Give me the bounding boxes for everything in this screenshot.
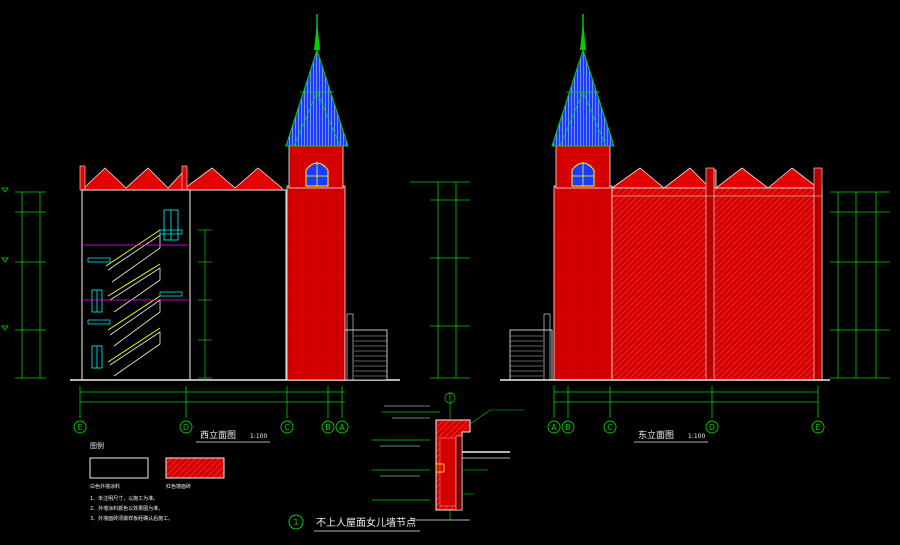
legend-note-2: 3、外墙面砖须做样板经确认后施工。 [90,515,173,522]
level-marks-left [1,187,9,331]
staircase [107,234,161,377]
left-axis-label-4: A [339,423,345,432]
center-dimension-chain [410,181,470,379]
detail-number-circle [288,514,304,530]
legend-swatch-red [165,457,225,479]
stair-railings [105,229,161,363]
left-axis-label-2: C [284,423,290,432]
left-axis-label-3: B [325,423,331,432]
legend-note-1: 2、外墙涂料颜色以效果图为准。 [90,505,163,512]
legend-swatch-white [89,457,149,479]
parapet-detail: 1 不上人屋面女儿墙节点 [288,392,524,532]
right-axis-label-0: A [551,423,557,432]
detail-number: 1 [293,518,298,527]
left-axis-label-0: E [77,423,82,432]
right-axis-label-2: C [607,423,613,432]
left-main-building [70,165,400,381]
left-elevation: E D C B A 西立面图 1:100 [1,14,400,443]
right-bottom-dimensions [553,386,819,418]
left-dimension-chain [15,191,46,379]
right-axis-label-4: E [815,423,820,432]
right-entrance-steps [509,313,553,381]
right-axis-label-3: D [709,423,715,432]
right-elevation-title: 东立面图 [638,429,674,441]
right-elevation-scale: 1:100 [688,433,705,440]
stair-doors [91,209,179,369]
right-elevation: A B C D E 东立面图 1:100 [500,14,890,443]
legend-heading: 图例 [90,441,104,450]
legend-note-0: 1、未注明尺寸，以施工为准。 [90,495,158,502]
legend: 图例 白色外墙涂料 红色墙面砖 1、未注明尺寸，以施工为准。 2、外墙涂料颜色以… [89,441,225,522]
legend-item-1: 红色墙面砖 [166,483,191,490]
legend-item-0: 白色外墙涂料 [90,483,120,490]
right-axis-label-1: B [565,423,571,432]
left-axis-label-1: D [183,423,189,432]
right-sawtooth-roof [610,167,820,189]
right-tower [551,14,615,381]
left-elevation-title: 西立面图 [200,429,236,441]
left-bottom-dimensions [79,386,345,418]
detail-title: 不上人屋面女儿墙节点 [316,516,416,529]
right-dimension-chain [830,191,890,379]
left-elevation-scale: 1:100 [250,433,267,440]
left-entrance-steps [344,313,388,381]
left-tower [285,14,349,381]
right-main-building [500,167,830,381]
